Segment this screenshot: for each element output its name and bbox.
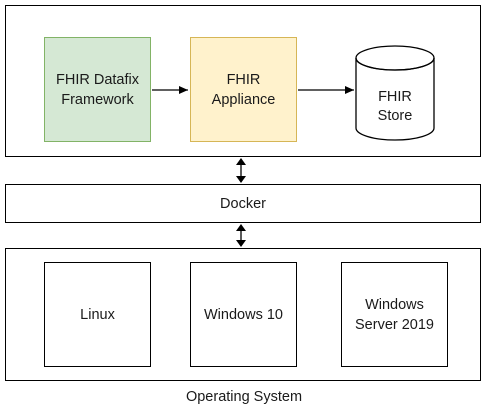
app-docker-bidirectional-arrow: [236, 158, 246, 183]
fhir-datafix-framework-label: FHIR Datafix Framework: [56, 71, 139, 108]
windows-10-box: Windows 10: [190, 262, 297, 367]
fhir-appliance-label: FHIR Appliance: [211, 71, 276, 108]
windows-10-label: Windows 10: [204, 306, 283, 323]
fhir-datafix-framework-box: FHIR Datafix Framework: [44, 37, 151, 142]
docker-label: Docker: [220, 195, 266, 212]
linux-box: Linux: [44, 262, 151, 367]
fhir-store-label: FHIR Store: [377, 89, 413, 124]
docker-os-bidirectional-arrow: [236, 224, 246, 247]
windows-server-2019-box: Windows Server 2019: [341, 262, 448, 367]
windows-server-2019-label: Windows Server 2019: [355, 296, 434, 333]
operating-system-caption: Operating System: [185, 389, 303, 405]
fhir-appliance-box: FHIR Appliance: [190, 37, 297, 142]
docker-layer-box: Docker: [5, 184, 481, 223]
linux-label: Linux: [80, 306, 115, 323]
